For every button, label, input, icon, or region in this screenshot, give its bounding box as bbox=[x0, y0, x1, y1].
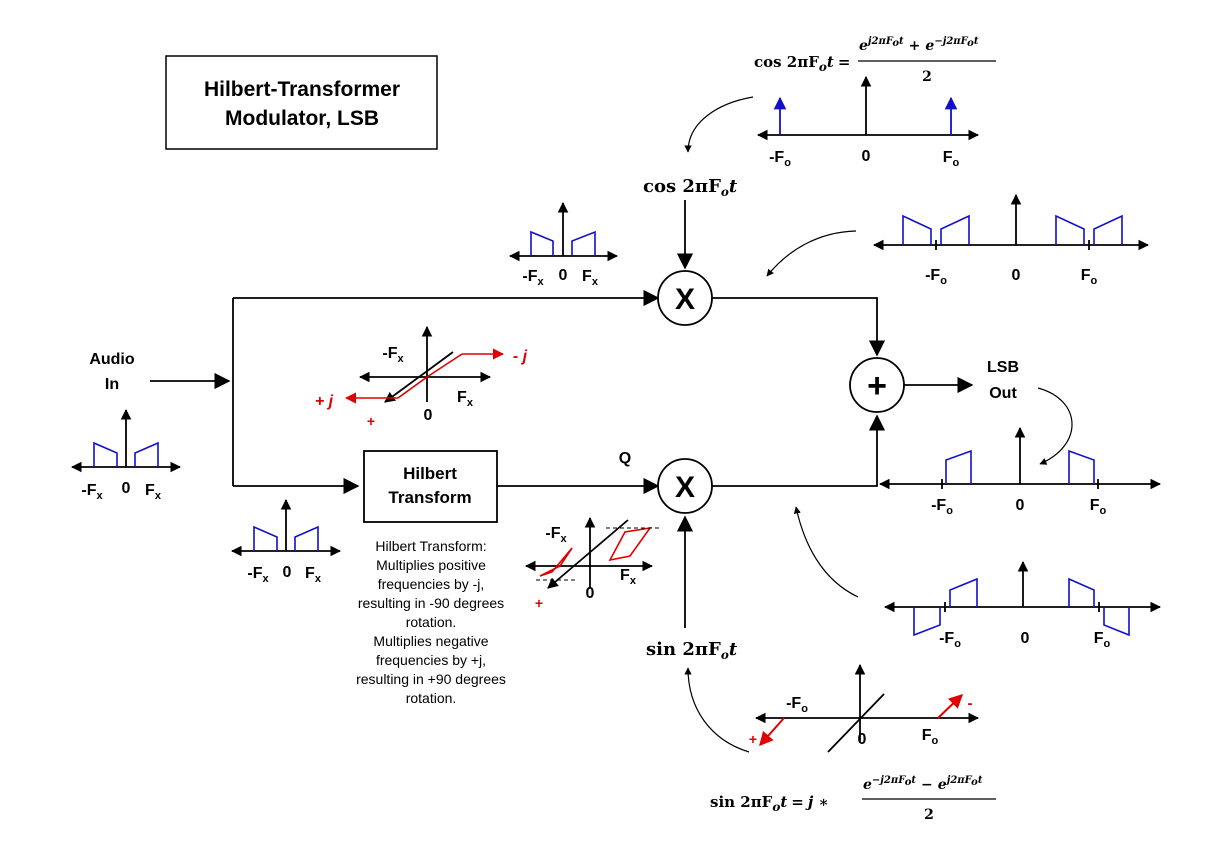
svg-text:rotation.: rotation. bbox=[406, 614, 457, 630]
svg-text:+: + bbox=[867, 367, 887, 405]
svg-text:sin 2πFot=j ∗: sin 2πFot=j ∗ bbox=[710, 793, 829, 814]
bottom-multiplier: X bbox=[657, 458, 713, 514]
svg-text:ej2πFot+e−j2πFot: ej2πFot+e−j2πFot bbox=[859, 36, 979, 54]
svg-text:sin 2πFot: sin 2πFot bbox=[646, 639, 738, 662]
hilbert-input-spectrum: -Fx 0 Fx bbox=[230, 498, 342, 585]
svg-text:Fo: Fo bbox=[1090, 497, 1107, 517]
svg-text:+: + bbox=[749, 731, 757, 747]
svg-text:0: 0 bbox=[858, 731, 867, 748]
svg-text:Fo: Fo bbox=[943, 149, 960, 169]
cos-carrier-label: cos 2πFot bbox=[643, 176, 738, 199]
svg-text:-: - bbox=[968, 695, 973, 712]
audio-input-label: Audio In bbox=[89, 351, 135, 393]
q-label: Q bbox=[619, 450, 631, 467]
svg-text:-Fx: -Fx bbox=[545, 525, 567, 545]
svg-text:Fo: Fo bbox=[1094, 630, 1111, 650]
svg-text:e−j2πFot−ej2πFot: e−j2πFot−ej2πFot bbox=[863, 775, 983, 793]
audio-label-line2: In bbox=[105, 376, 119, 393]
svg-text:X: X bbox=[675, 471, 695, 504]
svg-text:resulting in +90 degrees: resulting in +90 degrees bbox=[356, 671, 506, 687]
signal-paths bbox=[232, 200, 974, 628]
svg-text:0: 0 bbox=[1012, 267, 1021, 284]
svg-text:cos 2πFot=: cos 2πFot= bbox=[754, 53, 850, 74]
audio-in-spectrum: -Fx 0 Fx bbox=[70, 408, 182, 502]
svg-text:frequencies by +j,: frequencies by +j, bbox=[376, 652, 486, 668]
svg-text:-Fx: -Fx bbox=[81, 482, 103, 502]
lsb-output-spectrum: -Fo 0 Fo bbox=[878, 426, 1162, 517]
svg-text:0: 0 bbox=[559, 267, 568, 284]
title-line1: Hilbert-Transformer bbox=[204, 78, 400, 101]
svg-text:Fx: Fx bbox=[305, 565, 322, 585]
svg-text:Fx: Fx bbox=[457, 389, 474, 409]
svg-text:0: 0 bbox=[283, 564, 292, 581]
cos-euler-formula: cos 2πFot= ej2πFot+e−j2πFot 2 bbox=[754, 36, 996, 85]
hilbert-phase-diagram: -Fx Fx 0 - j + j + bbox=[315, 325, 528, 429]
sin-carrier-label: sin 2πFot bbox=[646, 639, 738, 662]
hilbert-output-phase-diagram: -Fx Fx 0 + bbox=[524, 516, 660, 611]
title-box: Hilbert-Transformer Modulator, LSB bbox=[165, 55, 438, 150]
svg-text:+ j: + j bbox=[315, 393, 334, 410]
svg-text:resulting in -90 degrees: resulting in -90 degrees bbox=[358, 595, 504, 611]
svg-text:Hilbert Transform:: Hilbert Transform: bbox=[375, 538, 486, 554]
svg-text:Fx: Fx bbox=[620, 567, 637, 587]
svg-text:+: + bbox=[535, 595, 543, 611]
q-product-spectrum: -Fo 0 Fo bbox=[883, 560, 1162, 650]
svg-text:Fo: Fo bbox=[922, 727, 939, 747]
svg-text:-Fo: -Fo bbox=[769, 149, 791, 169]
svg-text:+: + bbox=[367, 413, 375, 429]
i-product-spectrum: -Fo 0 Fo bbox=[872, 193, 1150, 287]
cos-carrier-spectrum: -Fo 0 Fo bbox=[756, 75, 980, 169]
svg-text:0: 0 bbox=[122, 480, 131, 497]
svg-text:-Fo: -Fo bbox=[939, 630, 961, 650]
svg-text:frequencies by -j,: frequencies by -j, bbox=[378, 576, 485, 592]
svg-text:2: 2 bbox=[924, 807, 934, 823]
svg-text:Multiplies positive: Multiplies positive bbox=[376, 557, 486, 573]
svg-text:Fx: Fx bbox=[145, 482, 162, 502]
lsb-output-label: LSB Out bbox=[987, 359, 1019, 402]
svg-text:0: 0 bbox=[862, 148, 871, 165]
top-multiplier: X bbox=[657, 270, 713, 326]
svg-text:Transform: Transform bbox=[388, 488, 471, 507]
svg-text:0: 0 bbox=[424, 407, 433, 424]
svg-text:-Fx: -Fx bbox=[382, 345, 404, 365]
svg-text:Fx: Fx bbox=[582, 268, 599, 288]
svg-text:Fo: Fo bbox=[1081, 267, 1098, 287]
svg-text:-Fo: -Fo bbox=[786, 695, 808, 715]
title-line2: Modulator, LSB bbox=[225, 107, 379, 130]
adder: + bbox=[849, 357, 905, 413]
i-path-spectrum: -Fx 0 Fx bbox=[508, 201, 619, 288]
svg-text:- j: - j bbox=[513, 348, 528, 365]
sin-carrier-phase-diagram: -Fo 0 Fo + - bbox=[749, 663, 980, 753]
hilbert-note: Hilbert Transform: Multiplies positive f… bbox=[356, 538, 506, 706]
lsb-label-line2: Out bbox=[989, 385, 1017, 402]
svg-text:-Fx: -Fx bbox=[522, 268, 544, 288]
svg-text:0: 0 bbox=[1016, 497, 1025, 514]
svg-text:2: 2 bbox=[922, 69, 932, 85]
svg-text:-Fo: -Fo bbox=[925, 267, 947, 287]
annotation-arrows bbox=[684, 96, 1073, 753]
audio-label-line1: Audio bbox=[89, 351, 135, 368]
svg-text:Multiplies negative: Multiplies negative bbox=[373, 633, 488, 649]
hilbert-transform-block: Hilbert Transform bbox=[363, 450, 498, 523]
svg-text:Hilbert: Hilbert bbox=[403, 464, 457, 483]
svg-text:-Fx: -Fx bbox=[247, 565, 269, 585]
svg-text:0: 0 bbox=[586, 585, 595, 602]
svg-text:0: 0 bbox=[1021, 630, 1030, 647]
svg-text:rotation.: rotation. bbox=[406, 690, 457, 706]
svg-text:X: X bbox=[675, 283, 695, 316]
svg-text:cos 2πFot: cos 2πFot bbox=[643, 176, 738, 199]
svg-text:-Fo: -Fo bbox=[931, 497, 953, 517]
lsb-label-line1: LSB bbox=[987, 359, 1019, 376]
sin-euler-formula: sin 2πFot=j ∗ e−j2πFot−ej2πFot 2 bbox=[710, 775, 996, 823]
